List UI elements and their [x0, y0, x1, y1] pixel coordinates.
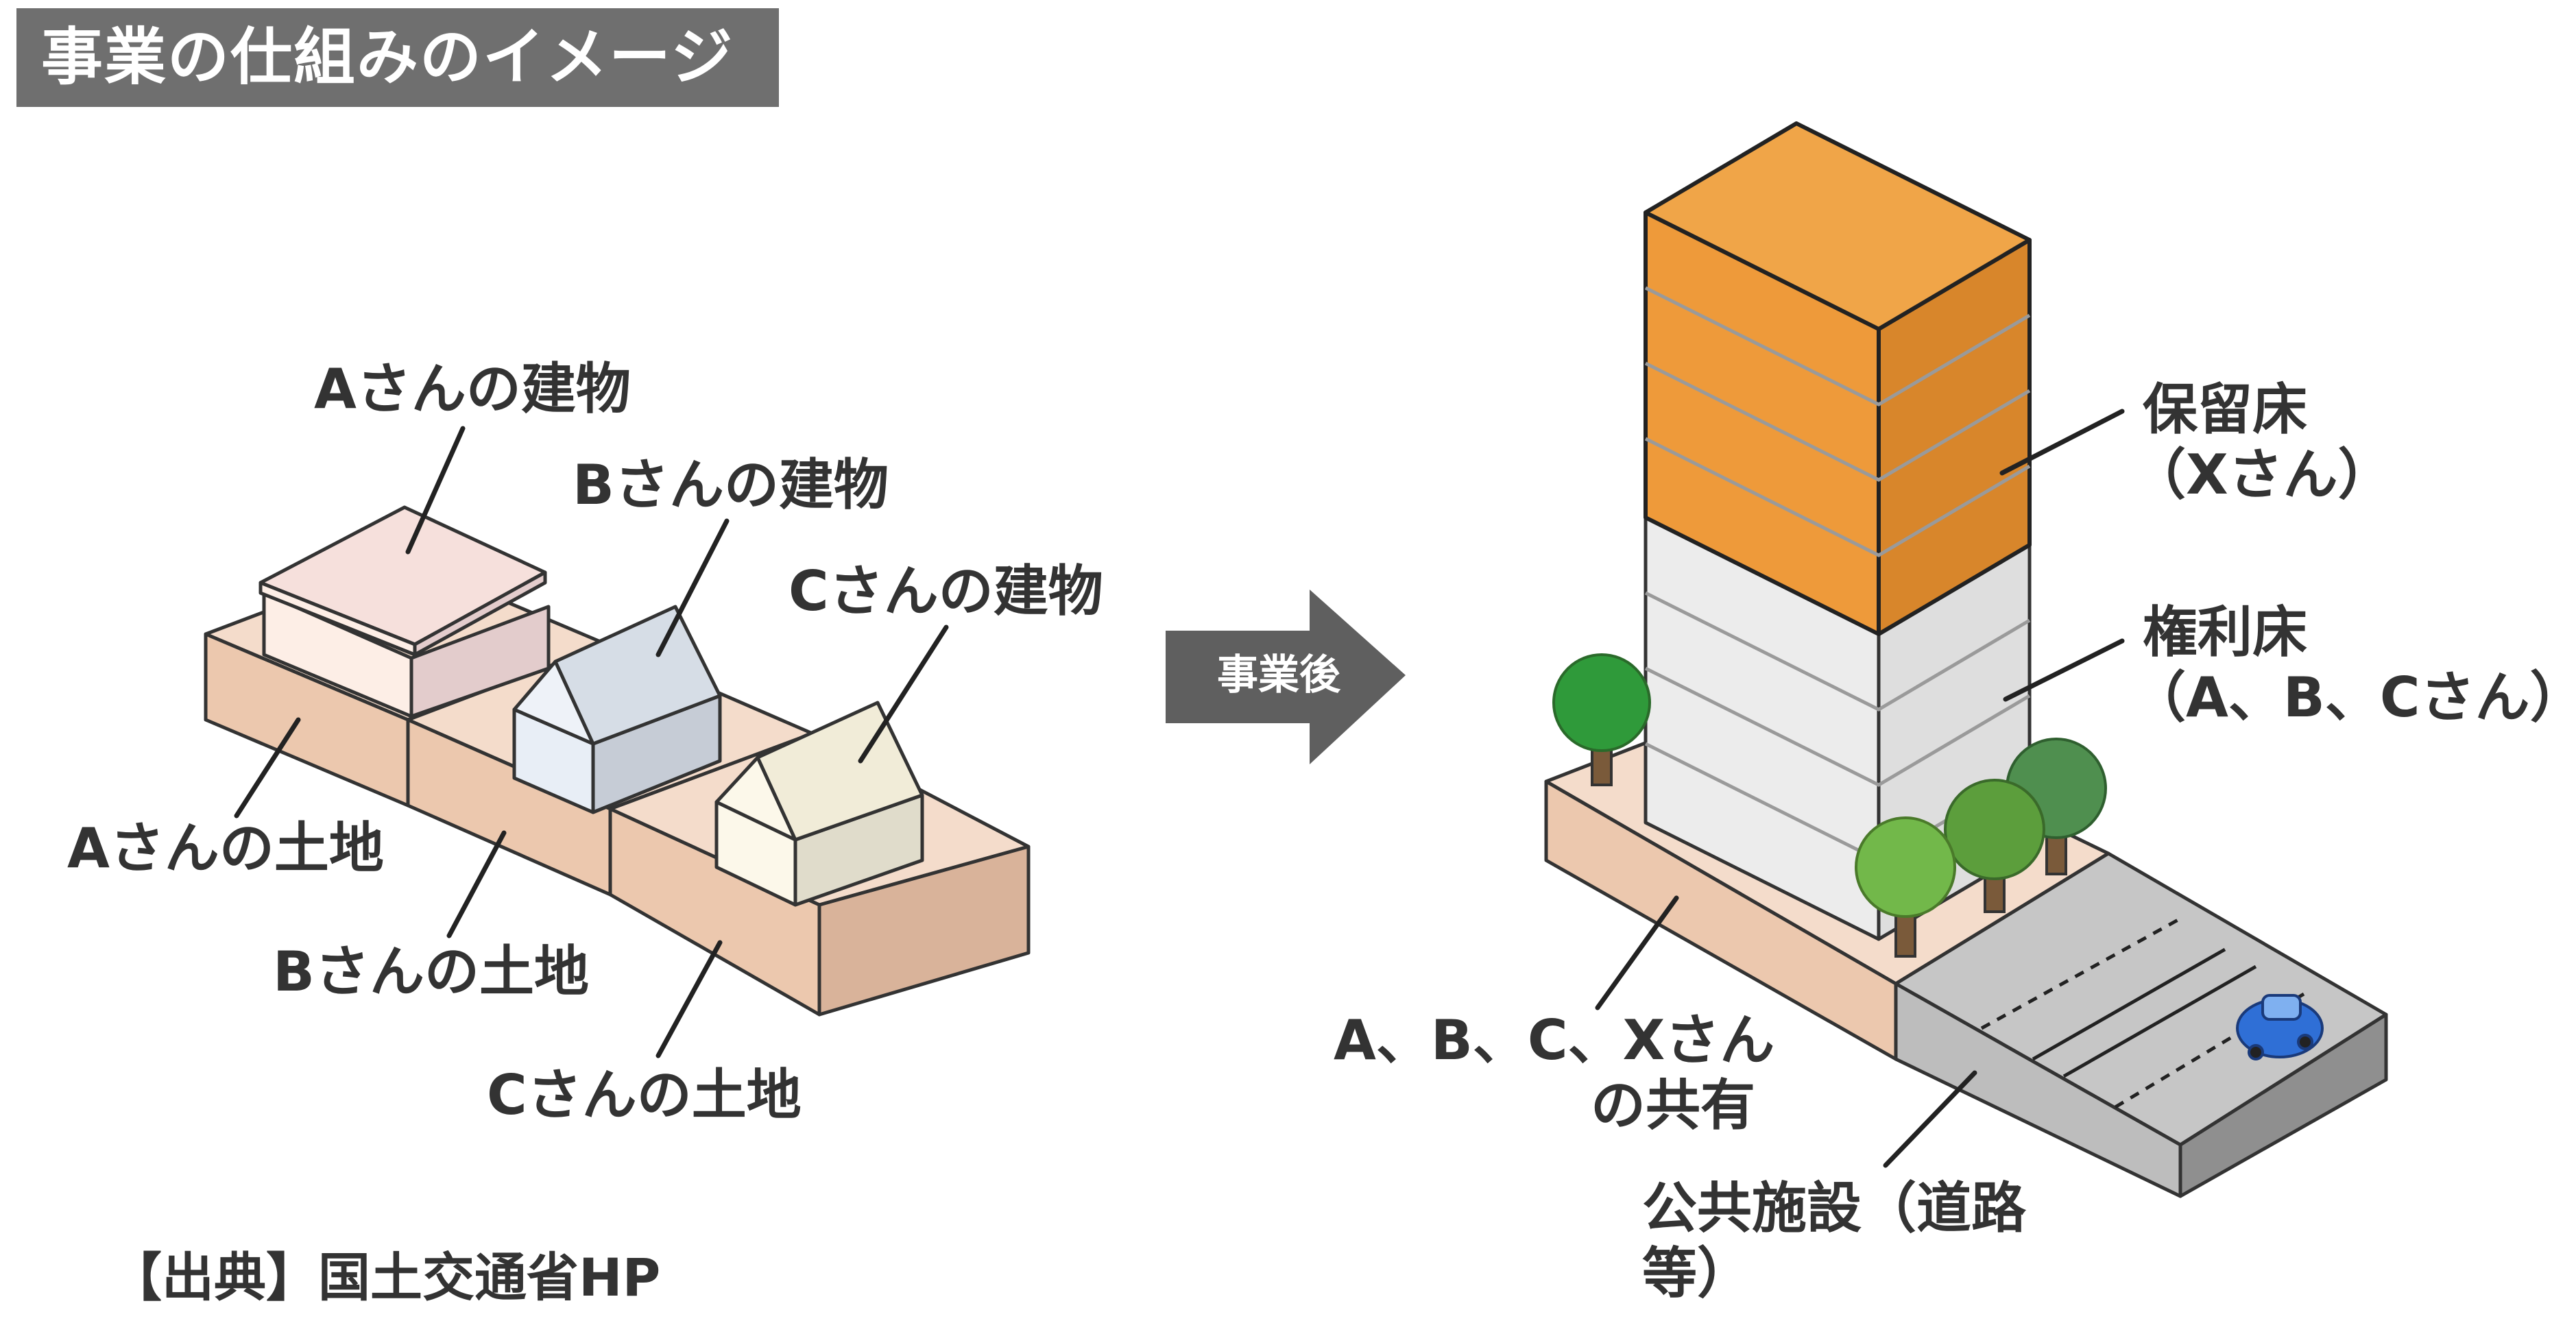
label-land-b: Bさんの土地 — [273, 940, 589, 1004]
label-building-c: Cさんの建物 — [789, 559, 1103, 623]
label-rights-floor: 権利床 — [2143, 601, 2307, 664]
transition-arrow: 事業後 — [1166, 590, 1406, 764]
after-leaders — [1595, 409, 2125, 1168]
leader-shared-land — [1595, 895, 1679, 1010]
tree-front — [1855, 816, 1956, 958]
label-land-a: Aさんの土地 — [67, 816, 384, 880]
leader-building-c — [858, 624, 949, 764]
label-rights-owners: （A、B、Cさん） — [2131, 666, 2576, 729]
tree-left — [1552, 653, 1651, 786]
label-reserved-floor: 保留床 — [2143, 378, 2307, 441]
label-building-a: Aさんの建物 — [314, 357, 631, 421]
leader-reserved-floor — [1999, 409, 2125, 476]
before-leaders — [234, 426, 949, 1058]
road-end — [2178, 1012, 2388, 1198]
tree-middle — [1944, 779, 2045, 913]
label-public-line1: 公共施設（道路 — [1642, 1176, 2027, 1240]
floor-lines — [1644, 286, 2031, 862]
label-shared-line1: A、B、C、Xさん — [1334, 1008, 1774, 1072]
leader-public-facility — [1883, 1070, 1977, 1168]
leader-building-a — [405, 426, 466, 555]
title-banner: 事業の仕組みのイメージ — [16, 8, 779, 107]
building-b — [512, 605, 722, 814]
label-public-line2: 等） — [1642, 1241, 1752, 1305]
page-title: 事業の仕組みのイメージ — [41, 21, 734, 93]
leader-land-a — [234, 717, 301, 818]
arrow-label: 事業後 — [1217, 651, 1341, 699]
building-a — [258, 505, 551, 718]
label-reserved-owner: （Xさん） — [2131, 443, 2393, 507]
leader-building-b — [655, 518, 730, 657]
label-shared-line2: の共有 — [1591, 1074, 1755, 1137]
building-c — [714, 701, 924, 907]
leader-land-b — [446, 830, 507, 938]
leader-land-c — [655, 940, 723, 1058]
land-end-face — [817, 845, 1031, 1017]
label-building-b: Bさんの建物 — [573, 453, 889, 517]
label-land-c: Cさんの土地 — [487, 1063, 802, 1127]
leader-rights-floor — [2003, 638, 2125, 702]
car-icon — [2236, 994, 2324, 1060]
source-credit: 【出典】国土交通省HP — [110, 1247, 660, 1308]
trees — [1552, 653, 2107, 958]
